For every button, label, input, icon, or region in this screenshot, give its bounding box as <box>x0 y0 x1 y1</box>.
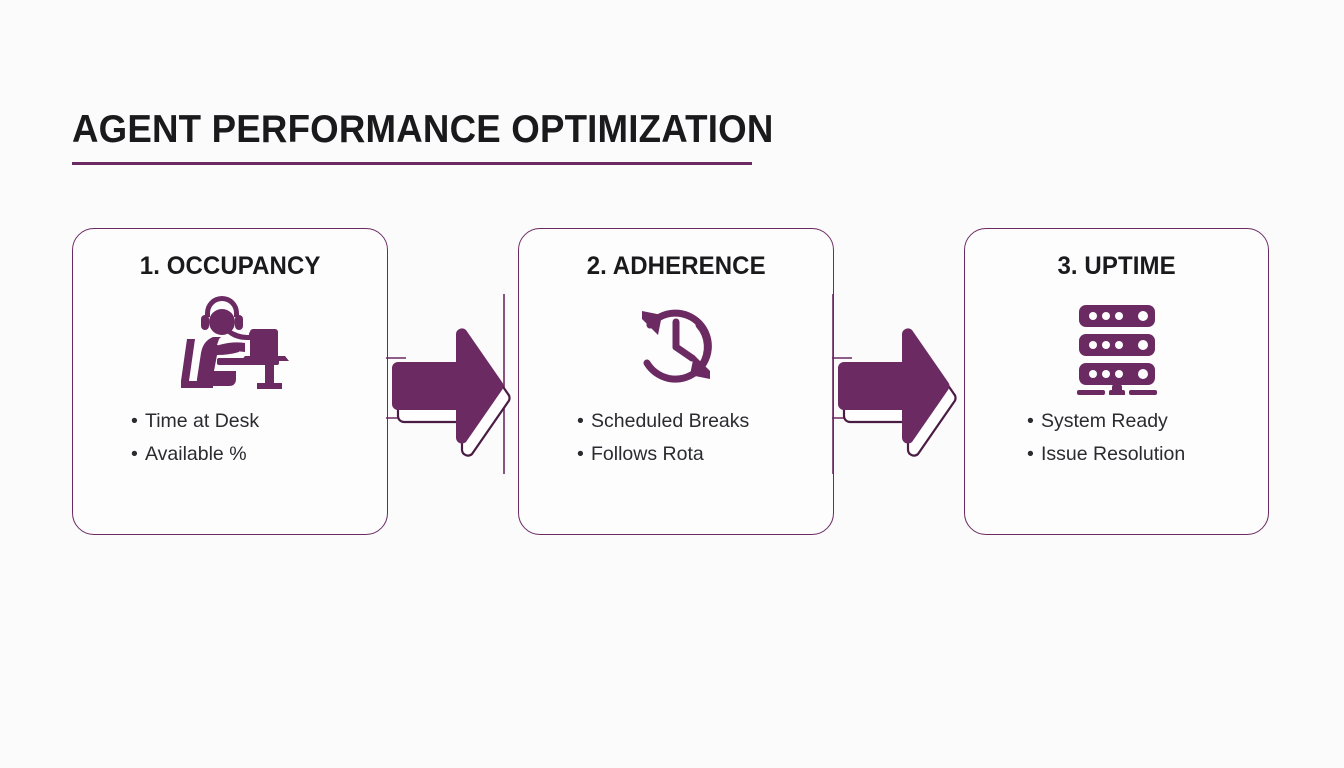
clock-refresh-icon <box>624 293 728 397</box>
card-uptime[interactable]: 3. UPTIME <box>964 228 1269 535</box>
list-item: • Available % <box>131 438 387 471</box>
card-occupancy-title: 1. OCCUPANCY <box>139 252 321 280</box>
arrow-2-to-3 <box>831 286 964 482</box>
card-occupancy[interactable]: 1. OCCUPANCY <box>72 228 388 535</box>
card-uptime-title: 3. UPTIME <box>1057 252 1176 280</box>
bullet-dot: • <box>1027 410 1034 432</box>
list-item-label: Follows Rota <box>591 443 704 465</box>
title-block: AGENT PERFORMANCE OPTIMIZATION <box>72 108 832 165</box>
bullet-dot: • <box>1027 443 1034 465</box>
bullet-dot: • <box>131 443 138 465</box>
bullet-dot: • <box>577 443 584 465</box>
list-item-label: Issue Resolution <box>1041 443 1186 465</box>
list-item-label: Available % <box>145 443 247 465</box>
agent-at-desk-icon <box>169 293 291 397</box>
card-adherence[interactable]: 2. ADHERENCE <box>518 228 834 535</box>
card-adherence-bullets: • Scheduled Breaks • Follows Rota <box>519 405 833 471</box>
card-uptime-bullets: • System Ready • Issue Resolution <box>965 405 1268 471</box>
list-item-label: System Ready <box>1041 410 1168 432</box>
list-item-label: Scheduled Breaks <box>591 410 750 432</box>
card-occupancy-bullets: • Time at Desk • Available % <box>73 405 387 471</box>
list-item-label: Time at Desk <box>145 410 260 432</box>
arrow-1-to-2 <box>386 286 518 482</box>
list-item: • Follows Rota <box>577 438 833 471</box>
bullet-dot: • <box>577 410 584 432</box>
card-adherence-title: 2. ADHERENCE <box>586 252 766 280</box>
title-underline-rule <box>72 162 752 165</box>
list-item: • Scheduled Breaks <box>577 405 833 438</box>
process-flow: 1. OCCUPANCY <box>0 228 1344 538</box>
bullet-dot: • <box>131 410 138 432</box>
server-rack-icon <box>1065 293 1169 397</box>
list-item: • System Ready <box>1027 405 1268 438</box>
list-item: • Time at Desk <box>131 405 387 438</box>
page-title: AGENT PERFORMANCE OPTIMIZATION <box>72 108 774 151</box>
list-item: • Issue Resolution <box>1027 438 1268 471</box>
